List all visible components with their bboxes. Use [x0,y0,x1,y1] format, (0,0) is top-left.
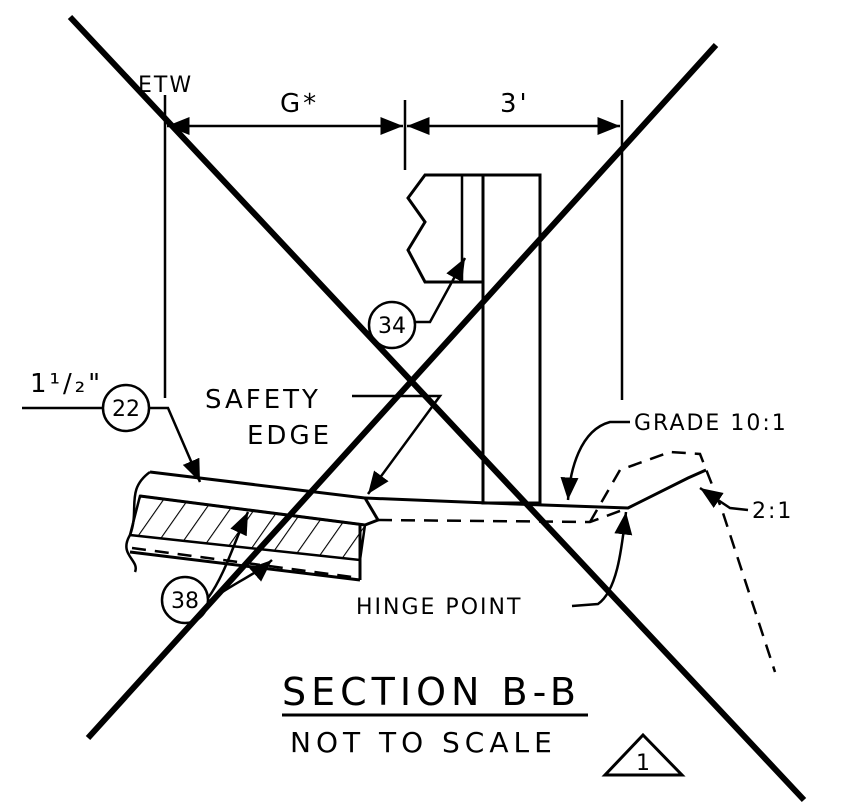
one-half-inch-label: 1¹/₂" [30,369,103,399]
three-ft-label: 3' [500,89,530,119]
shoulder-surface [364,468,707,510]
existing-ground-dashed [131,546,361,580]
callout-22-label: 22 [112,397,140,422]
revision-number: 1 [636,751,650,776]
safety-edge-leader [352,394,443,495]
etw-label: ETW [138,73,193,98]
guardrail-post [481,173,542,505]
callout-34-bubble [367,300,417,350]
foreslope-dashed [588,450,777,673]
slope-leader [699,486,749,512]
callout-22-leader [149,406,202,483]
callout-38-leader-1 [206,511,250,599]
callout-38-bubble [160,575,210,625]
grade-label: GRADE 10:1 [634,411,788,436]
callout-34-label: 34 [378,314,406,339]
revision-triangle [601,732,686,777]
callout-38-label: 38 [171,589,199,614]
slope-label: 2:1 [752,499,793,524]
grade-leader [560,420,630,501]
callout-34-leader [415,257,467,324]
section-title: SECTION B-B [282,670,581,714]
scale-note: NOT TO SCALE [290,726,557,759]
w-beam-rail [406,173,483,284]
base-course-hatched [128,494,367,562]
void-cross-line-1 [67,14,807,803]
g-star-label: G* [280,89,319,119]
hinge-point-label: HINGE POINT [356,595,522,620]
safety-edge-label-line1: SAFETY [205,385,321,415]
void-cross-line-2 [85,42,719,741]
safety-edge-label-line2: EDGE [247,421,332,451]
hinge-point-leader [571,511,633,608]
